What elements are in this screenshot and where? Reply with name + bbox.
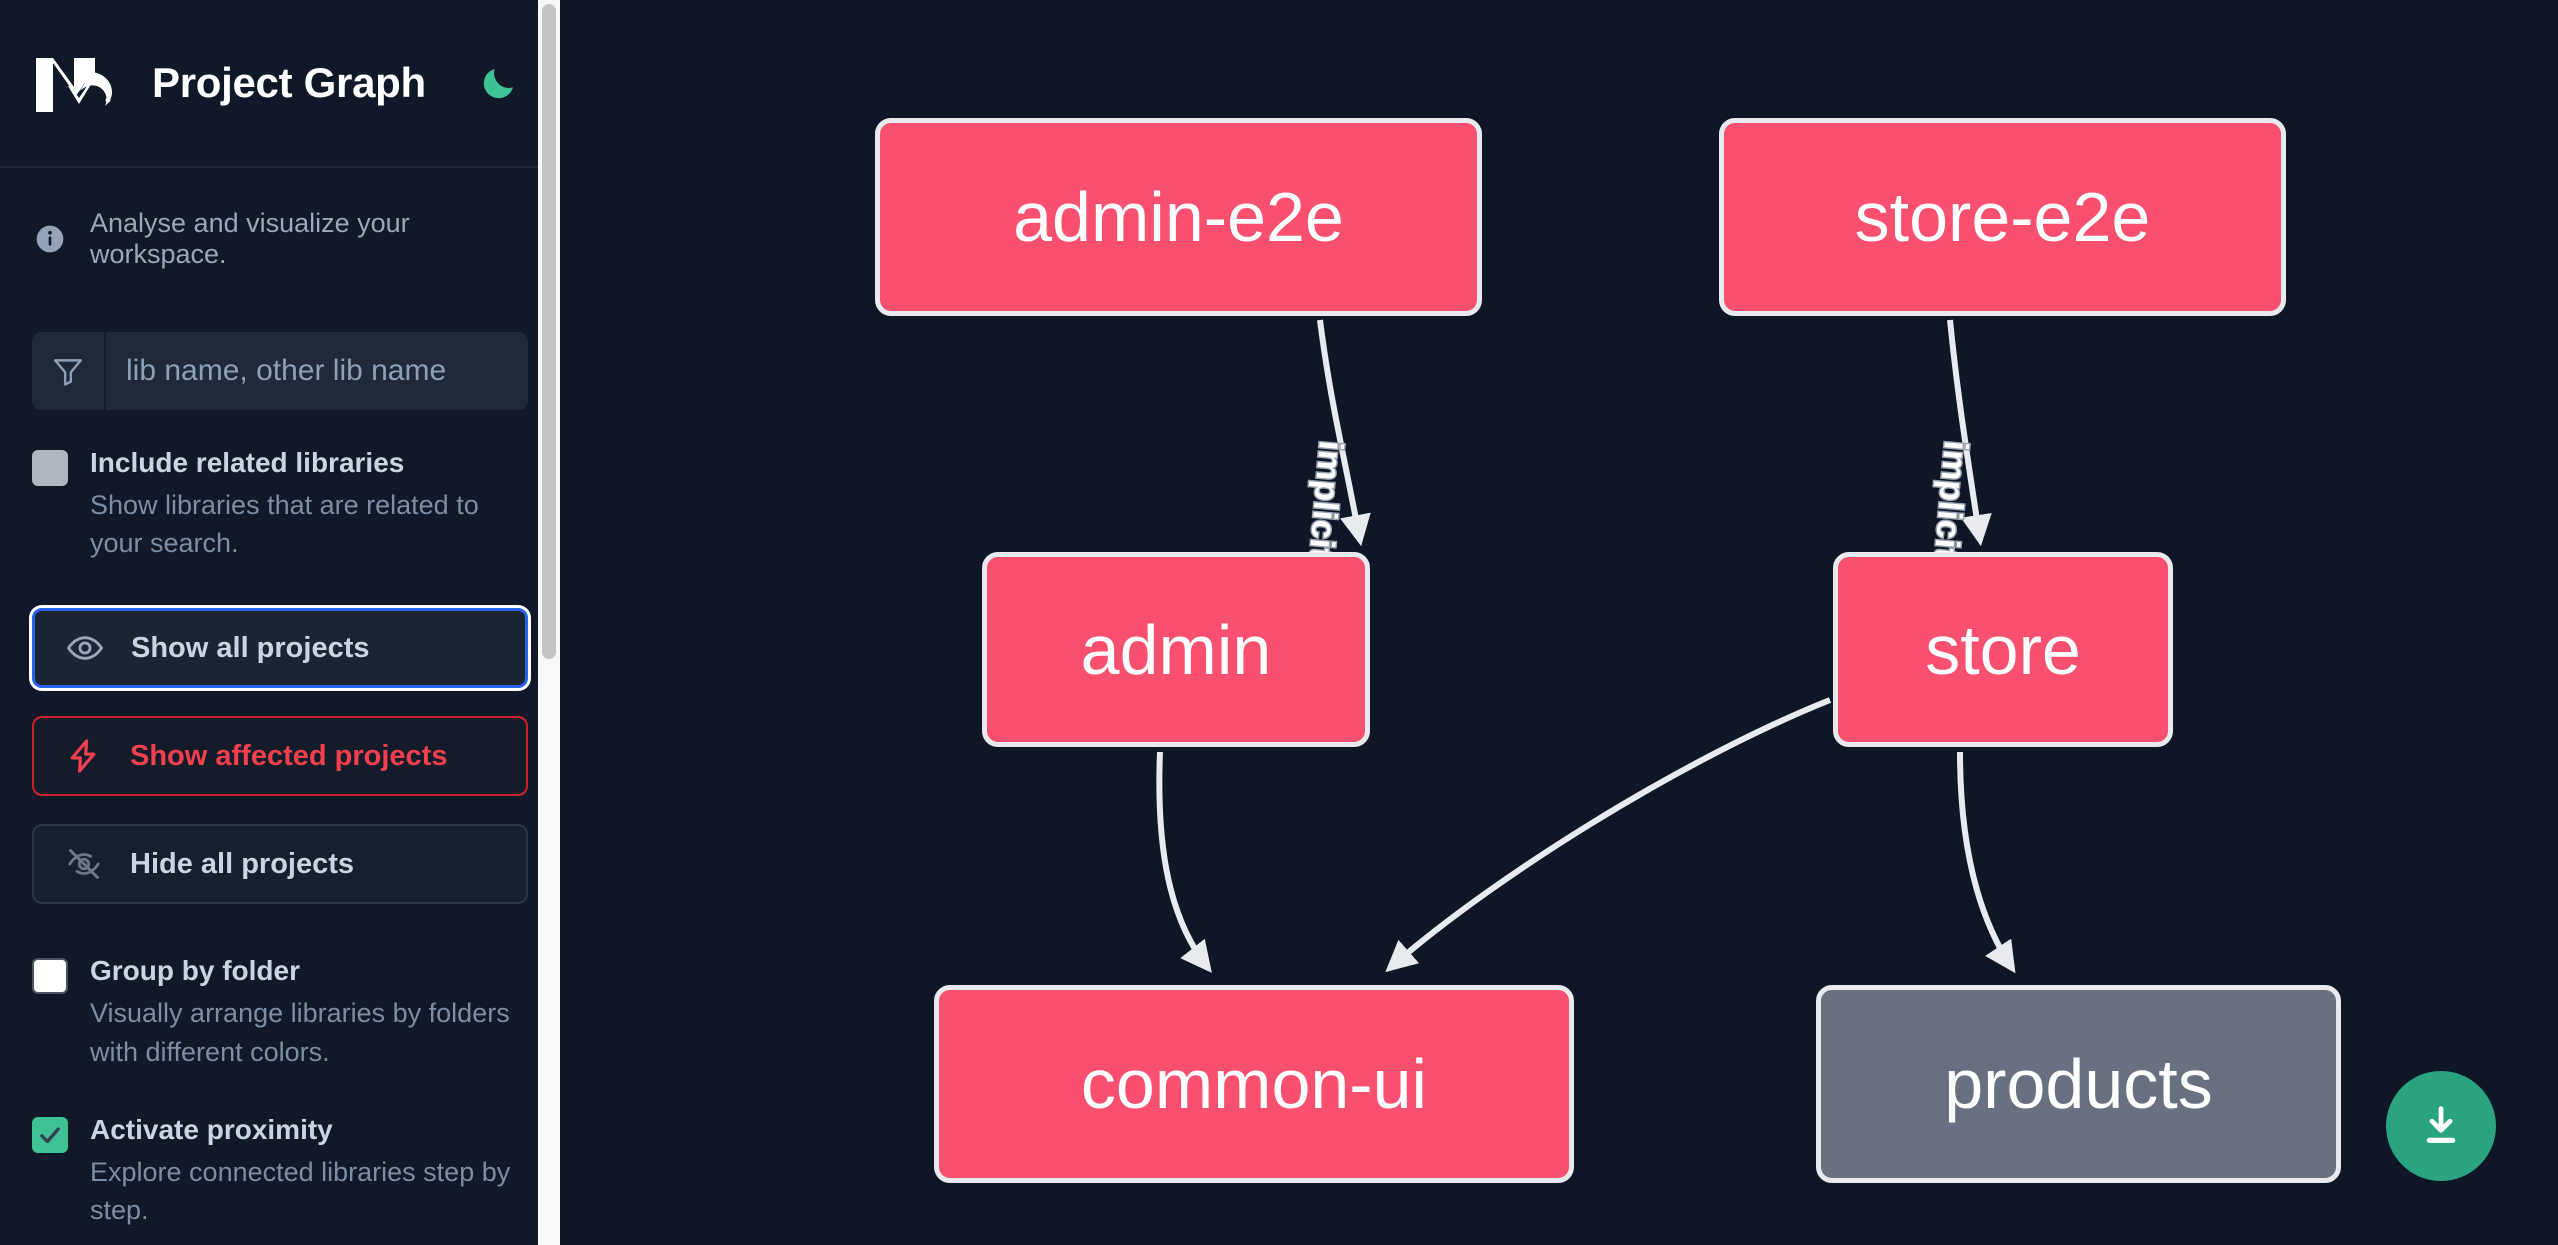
project-visibility-buttons: Show all projects Show affected projects bbox=[32, 608, 528, 905]
graph-node-common-ui[interactable]: common-ui bbox=[934, 985, 1574, 1183]
check-mark-icon bbox=[40, 1127, 60, 1144]
button-label: Hide all projects bbox=[130, 847, 355, 880]
edge-admin-e2e-to-admin bbox=[1317, 319, 1371, 547]
edge-store-e2e-to-store bbox=[1947, 319, 1992, 547]
page-title: Project Graph bbox=[152, 59, 426, 106]
edge-label-implicit-store: implicit bbox=[1927, 439, 1975, 561]
edge-store-to-common-ui bbox=[1385, 697, 1832, 973]
node-label: admin-e2e bbox=[1013, 178, 1344, 256]
graph-edges-layer: implicit implicit bbox=[1156, 319, 2016, 974]
eye-icon bbox=[65, 628, 105, 668]
checkbox-activate-proximity[interactable]: Activate proximity Explore connected lib… bbox=[0, 1111, 560, 1229]
nx-logo-icon bbox=[34, 52, 126, 114]
filter-funnel-icon bbox=[32, 332, 106, 410]
checkbox-box[interactable] bbox=[32, 450, 68, 486]
moon-icon[interactable] bbox=[476, 60, 522, 106]
graph-node-admin[interactable]: admin bbox=[982, 552, 1370, 747]
info-circle-icon bbox=[34, 223, 66, 255]
hide-all-projects-button[interactable]: Hide all projects bbox=[32, 824, 528, 905]
show-all-projects-button[interactable]: Show all projects bbox=[32, 608, 528, 689]
download-graph-button[interactable] bbox=[2386, 1071, 2496, 1181]
edge-admin-to-common-ui bbox=[1156, 751, 1212, 973]
eye-off-icon bbox=[64, 844, 104, 884]
checkbox-description: Show libraries that are related to your … bbox=[90, 489, 479, 559]
node-label: common-ui bbox=[1080, 1045, 1428, 1123]
checkbox-label: Group by folder bbox=[90, 955, 300, 987]
button-label: Show all projects bbox=[131, 631, 370, 664]
button-label: Show affected projects bbox=[130, 739, 448, 772]
checkbox-include-related-libraries[interactable]: Include related libraries Show libraries… bbox=[0, 444, 560, 562]
checkbox-description: Explore connected libraries step by step… bbox=[90, 1156, 511, 1226]
checkbox-group-by-folder[interactable]: Group by folder Visually arrange librari… bbox=[0, 952, 560, 1070]
sidebar-scrollbar-thumb[interactable] bbox=[542, 4, 556, 659]
checkbox-box[interactable] bbox=[32, 1116, 68, 1153]
lightning-bolt-icon bbox=[64, 736, 104, 776]
graph-node-products[interactable]: products bbox=[1816, 985, 2341, 1183]
graph-node-admin-e2e[interactable]: admin-e2e bbox=[875, 118, 1482, 316]
download-icon bbox=[2426, 1106, 2456, 1143]
search-field[interactable] bbox=[32, 332, 528, 410]
sidebar-scrollbar[interactable] bbox=[538, 0, 560, 1245]
node-label: store-e2e bbox=[1854, 178, 2151, 256]
graph-node-store-e2e[interactable]: store-e2e bbox=[1719, 118, 2286, 316]
node-label: store bbox=[1925, 610, 2081, 689]
graph-node-store[interactable]: store bbox=[1833, 552, 2173, 747]
node-label: admin bbox=[1080, 610, 1272, 689]
edge-store-to-products bbox=[1957, 751, 2016, 974]
graph-canvas[interactable]: implicit implicit admin-e2e store-e2e ad… bbox=[560, 0, 2558, 1245]
checkbox-description: Visually arrange libraries by folders wi… bbox=[90, 998, 510, 1067]
node-label: products bbox=[1944, 1045, 2213, 1123]
workspace-info-text: Analyse and visualize your workspace. bbox=[90, 208, 410, 269]
sidebar: Project Graph Analyse and visualize yo bbox=[0, 0, 560, 1245]
checkbox-label: Activate proximity bbox=[90, 1113, 333, 1145]
checkbox-box[interactable] bbox=[32, 958, 68, 995]
sidebar-header: Project Graph bbox=[0, 0, 560, 168]
edge-label-implicit-admin: implicit bbox=[1302, 439, 1350, 561]
checkbox-label: Include related libraries bbox=[90, 447, 405, 478]
show-affected-projects-button[interactable]: Show affected projects bbox=[32, 716, 528, 797]
search-input[interactable] bbox=[106, 332, 528, 410]
workspace-info: Analyse and visualize your workspace. bbox=[0, 168, 560, 270]
